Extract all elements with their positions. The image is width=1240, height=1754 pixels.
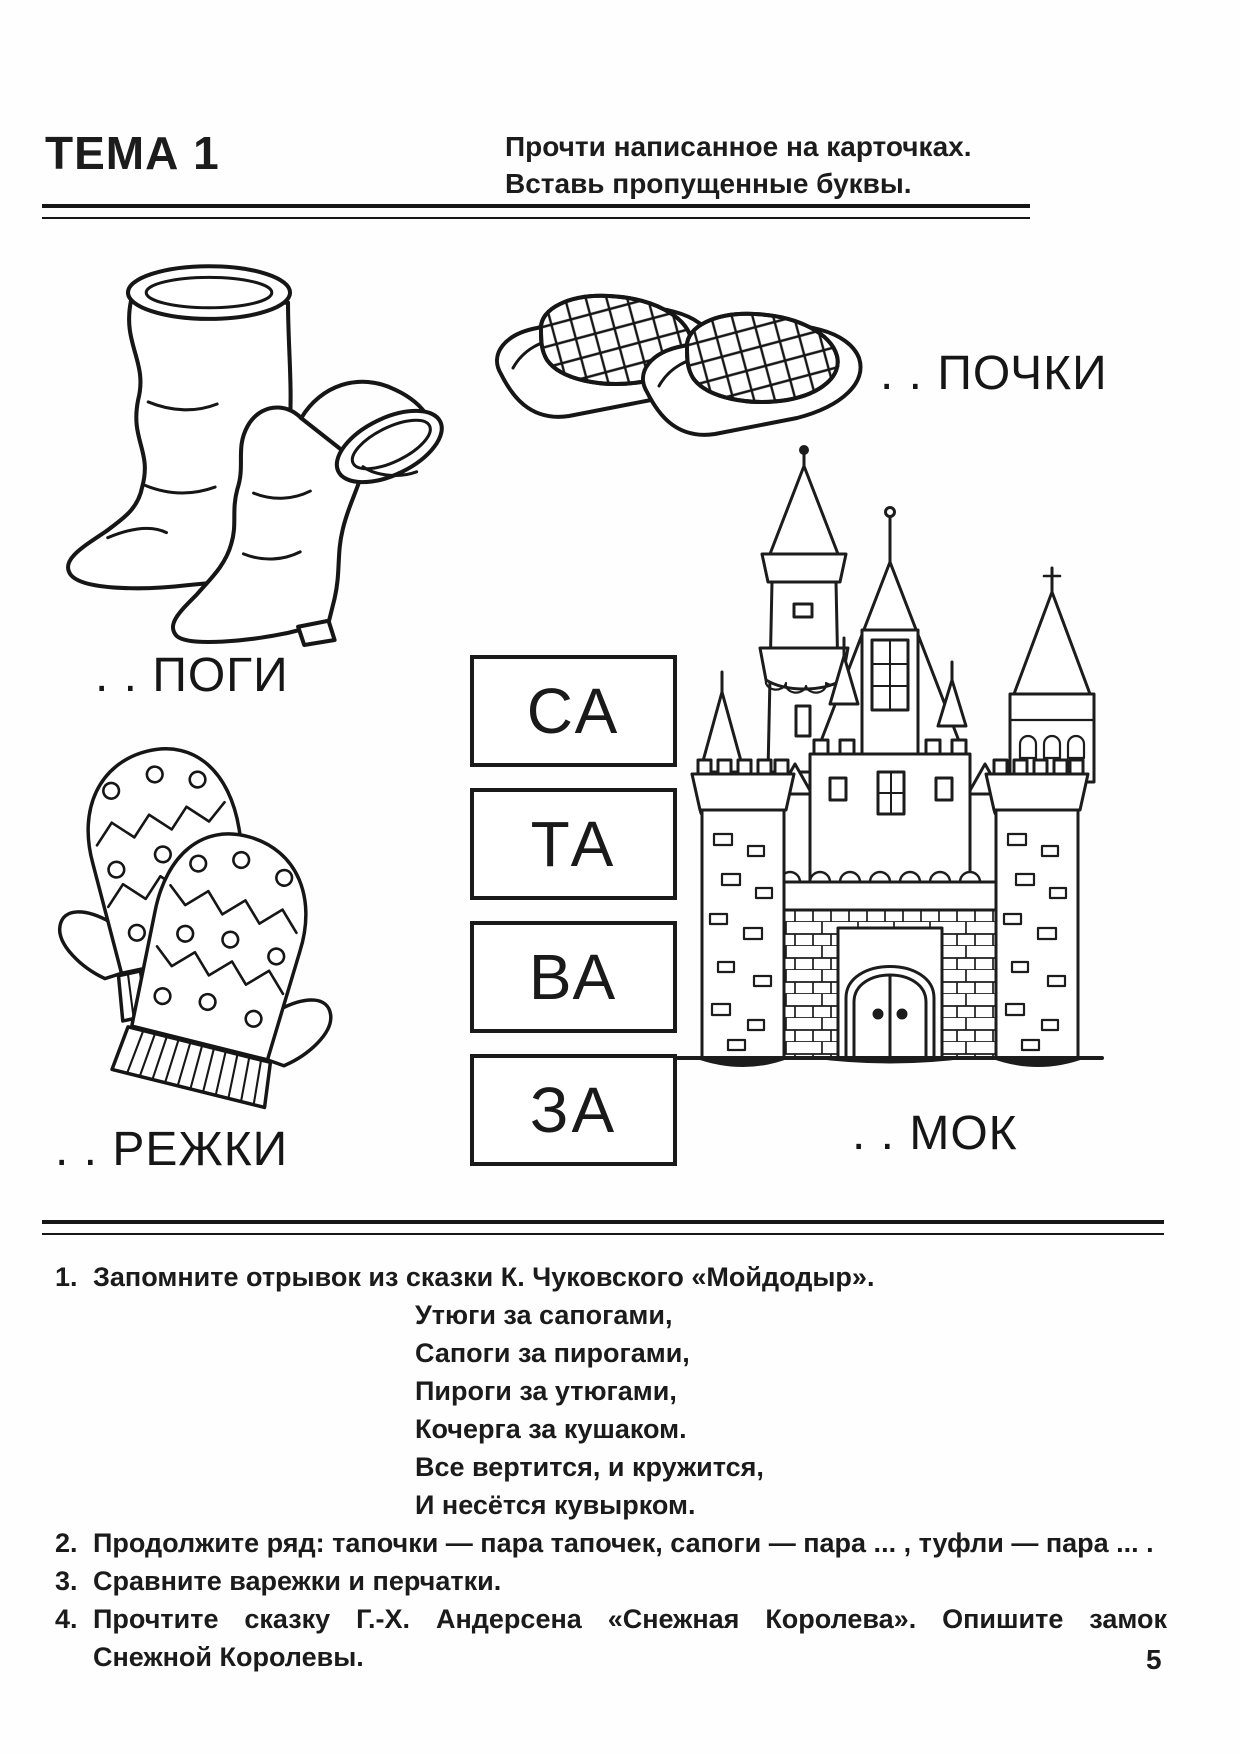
- poem-line-3: Пироги за утюгами,: [415, 1376, 677, 1406]
- task-1-text: Запомните отрывок из сказки К. Чуковског…: [93, 1262, 875, 1292]
- task-4: 4. Прочтите сказку Г.-Х. Андерсена «Снеж…: [55, 1600, 1167, 1676]
- syllable-sa: СА: [526, 675, 621, 747]
- syllable-ta: ТА: [530, 808, 617, 880]
- castle-illustration: [676, 445, 1104, 1067]
- slippers-illustration: [495, 293, 863, 437]
- syllable-card-va: ВА: [470, 921, 677, 1033]
- section-divider: [42, 1220, 1164, 1235]
- task-3: 3. Сравните варежки и перчатки.: [55, 1562, 1167, 1600]
- syllable-va: ВА: [528, 941, 619, 1013]
- page-title: ТЕМА 1: [45, 127, 220, 179]
- syllable-card-ta: ТА: [470, 788, 677, 900]
- mittens-illustration: [58, 747, 333, 1110]
- task-4-line-2: Снежной Королевы.: [93, 1642, 364, 1672]
- instruction-line-1: Прочти написанное на карточках.: [505, 131, 972, 162]
- task-2-text: Продолжите ряд: тапочки — пара тапочек, …: [93, 1528, 1154, 1558]
- instruction-line-2: Вставь пропущенные буквы.: [505, 168, 912, 199]
- syllable-card-sa: СА: [470, 655, 677, 767]
- word-label-boots: . . ПОГИ: [95, 649, 289, 702]
- header-divider: [42, 204, 1030, 219]
- task-2-number: 2.: [55, 1528, 78, 1558]
- word-label-slippers: . . ПОЧКИ: [880, 347, 1108, 400]
- task-list: 1. Запомните отрывок из сказки К. Чуковс…: [55, 1258, 1167, 1676]
- poem-line-6: И несётся кувырком.: [415, 1490, 696, 1520]
- task-1-number: 1.: [55, 1262, 78, 1292]
- task-4-text: Прочтите сказку Г.-Х. Андерсена «Снежная…: [93, 1600, 1167, 1676]
- poem-line-4: Кочерга за кушаком.: [415, 1414, 687, 1444]
- boots-illustration: [66, 264, 444, 648]
- word-label-mittens: . . РЕЖКИ: [55, 1123, 289, 1176]
- task-3-number: 3.: [55, 1566, 78, 1596]
- task-4-line-1: Прочтите сказку Г.-Х. Андерсена «Снежная…: [93, 1604, 1167, 1634]
- page-number: 5: [1146, 1644, 1162, 1675]
- task-2: 2. Продолжите ряд: тапочки — пара тапоче…: [55, 1524, 1167, 1562]
- exercise-instructions: Прочти написанное на карточках. Вставь п…: [505, 128, 972, 202]
- syllable-za: ЗА: [529, 1074, 618, 1146]
- poem-line-5: Все вертится, и кружится,: [415, 1452, 764, 1482]
- poem-line-2: Сапоги за пирогами,: [415, 1338, 690, 1368]
- task-1: 1. Запомните отрывок из сказки К. Чуковс…: [55, 1258, 1167, 1296]
- task-4-number: 4.: [55, 1604, 78, 1634]
- word-label-castle: . . МОК: [852, 1107, 1018, 1160]
- syllable-card-za: ЗА: [470, 1054, 677, 1166]
- task-3-text: Сравните варежки и перчатки.: [93, 1566, 502, 1596]
- poem-excerpt: Утюги за сапогами, Сапоги за пирогами, П…: [415, 1296, 1167, 1524]
- poem-line-1: Утюги за сапогами,: [415, 1300, 673, 1330]
